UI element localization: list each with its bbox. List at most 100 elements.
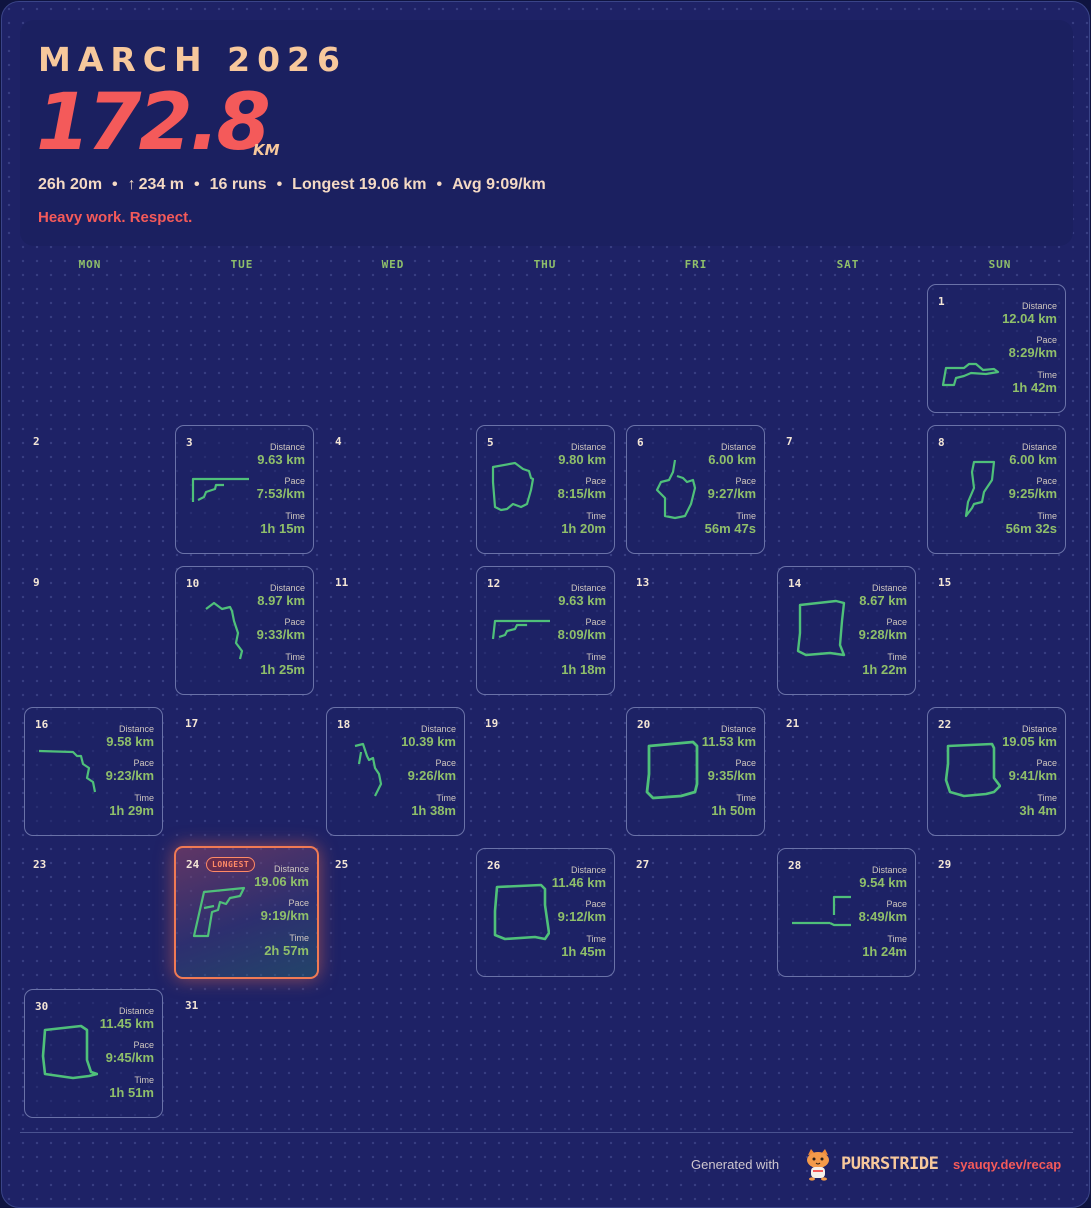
pace-label: Pace [1036, 476, 1057, 486]
pace-label: Pace [435, 758, 456, 768]
distance-value: 9.80 km [558, 452, 606, 467]
time-value: 1h 18m [561, 662, 606, 677]
pace-value: 8:15/km [557, 486, 606, 501]
pace-label: Pace [735, 476, 756, 486]
pace-label: Pace [735, 758, 756, 768]
distance-value: 10.39 km [401, 734, 456, 749]
day-number: 17 [185, 717, 199, 730]
day-number: 14 [788, 577, 802, 590]
pace-value: 9:19/km [260, 908, 309, 923]
route-map [796, 599, 846, 657]
weekday-thu: THU [533, 258, 557, 271]
pace-label: Pace [886, 899, 907, 909]
elevation-arrow-icon: ↑ [127, 176, 136, 193]
time-value: 1h 29m [109, 803, 154, 818]
separator: • [194, 176, 200, 193]
day-number: 3 [186, 436, 193, 449]
day-number: 1 [938, 295, 945, 308]
day-number: 16 [35, 718, 49, 731]
day-number: 27 [636, 858, 650, 871]
run-count: 16 runs [209, 176, 267, 193]
time-value: 1h 24m [862, 944, 907, 959]
pace-label: Pace [284, 617, 305, 627]
route-map [964, 460, 996, 518]
day-number: 12 [487, 577, 501, 590]
time-value: 1h 25m [260, 662, 305, 677]
day-number: 28 [788, 859, 802, 872]
time-label: Time [289, 933, 309, 943]
day-number: 8 [938, 436, 945, 449]
day-number: 23 [33, 858, 47, 871]
route-map [645, 740, 699, 800]
distance-label: Distance [570, 583, 606, 593]
distance-value: 8.67 km [859, 593, 907, 608]
pace-value: 9:45/km [105, 1050, 154, 1065]
day-number: 5 [487, 436, 494, 449]
pace-value: 8:29/km [1008, 345, 1057, 360]
weekday-tue: TUE [230, 258, 254, 271]
time-value: 3h 4m [1019, 803, 1057, 818]
pace-label: Pace [1036, 758, 1057, 768]
time-label: Time [1037, 370, 1057, 380]
generated-with-label: Generated with [691, 1157, 780, 1172]
distance-value: 11.46 km [551, 875, 606, 890]
time-label: Time [586, 511, 606, 521]
pace-label: Pace [1036, 335, 1057, 345]
pace-value: 9:35/km [707, 768, 756, 783]
recap-link[interactable]: syauqy.dev/recap [953, 1157, 1062, 1172]
distance-value: 9.54 km [859, 875, 907, 890]
pace-label: Pace [133, 758, 154, 768]
separator: • [112, 176, 118, 193]
route-map [491, 619, 550, 640]
distance-label: Distance [1021, 724, 1057, 734]
pace-value: 9:28/km [858, 627, 907, 642]
route-map [655, 459, 697, 520]
time-value: 1h 38m [411, 803, 456, 818]
time-value: 2h 57m [264, 943, 309, 958]
day-number: 18 [337, 718, 351, 731]
pace-value: 8:49/km [858, 909, 907, 924]
pace-label: Pace [886, 617, 907, 627]
weekday-mon: MON [78, 258, 102, 271]
pace-value: 9:23/km [105, 768, 154, 783]
pace-label: Pace [585, 476, 606, 486]
day-number: 19 [485, 717, 499, 730]
day-number: 11 [335, 576, 349, 589]
route-map [38, 749, 97, 793]
day-number: 6 [637, 436, 644, 449]
distance-label: Distance [570, 865, 606, 875]
time-label: Time [736, 793, 756, 803]
separator: • [436, 176, 443, 193]
total-time: 26h 20m [38, 176, 103, 193]
pace-value: 9:26/km [407, 768, 456, 783]
time-label: Time [285, 652, 305, 662]
pace-label: Pace [585, 617, 606, 627]
time-value: 1h 45m [561, 944, 606, 959]
distance-label: Distance [269, 583, 305, 593]
time-label: Time [887, 652, 907, 662]
distance-value: 9.58 km [106, 734, 154, 749]
distance-value: 6.00 km [1009, 452, 1057, 467]
time-value: 56m 47s [704, 521, 756, 536]
distance-label: Distance [420, 724, 456, 734]
pace-label: Pace [585, 899, 606, 909]
distance-value: 9.63 km [257, 452, 305, 467]
distance-label: Distance [871, 583, 907, 593]
distance-value: 19.05 km [1002, 734, 1057, 749]
